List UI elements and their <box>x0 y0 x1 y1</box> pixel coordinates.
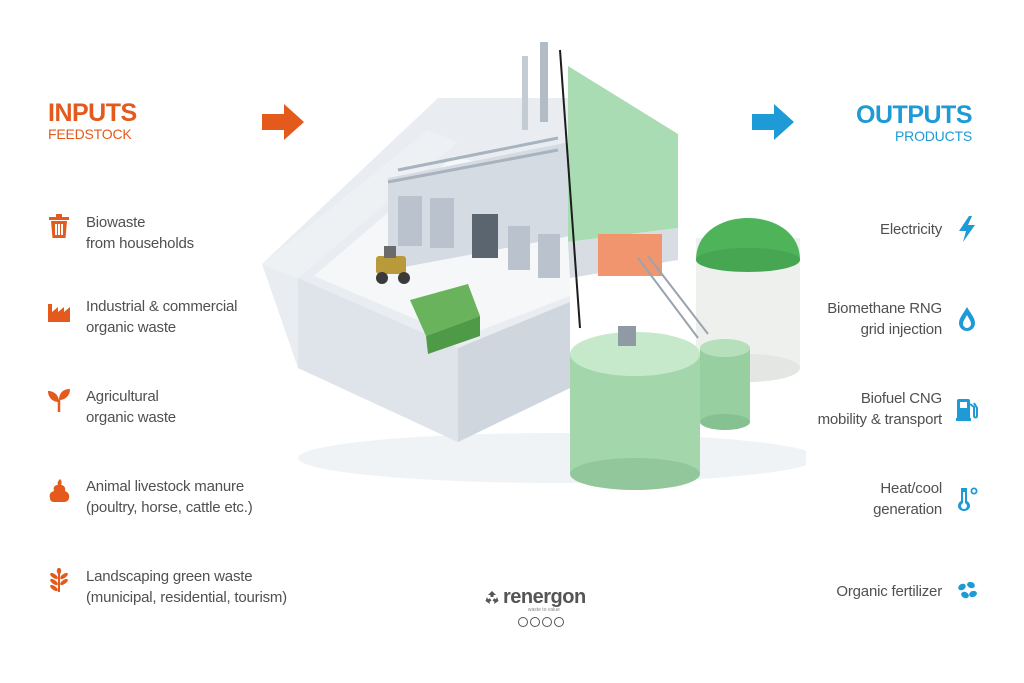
brand-tagline: waste to value <box>527 607 560 613</box>
input-item-line2: organic waste <box>86 409 176 426</box>
input-item-line2: from households <box>86 235 194 252</box>
cc-icon <box>517 617 528 627</box>
output-item-biomethane: Biomethane RNG grid injection <box>827 298 978 340</box>
thermometer-icon <box>958 487 978 511</box>
inputs-title: INPUTS <box>48 99 137 127</box>
outputs-subtitle: PRODUCTS <box>895 128 972 144</box>
output-item-heat: Heat/cool generation <box>873 478 978 520</box>
fuel-pump-icon <box>956 399 978 421</box>
fertilizer-pellets-icon <box>958 581 977 599</box>
output-item-line1: Electricity <box>880 220 942 238</box>
output-item-line2: mobility & transport <box>817 411 943 428</box>
output-item-line2: grid injection <box>860 321 943 338</box>
input-item-agricultural: Agricultural organic waste <box>48 386 176 428</box>
input-item-line1: Industrial & commercial <box>86 298 238 315</box>
input-item-industrial: Industrial & commercial organic waste <box>48 296 237 338</box>
cc-by-icon <box>529 617 540 627</box>
input-item-line1: Agricultural <box>86 388 159 405</box>
output-item-line1: Heat/cool <box>880 480 942 497</box>
outputs-heading: OUTPUTS PRODUCTS <box>856 102 972 144</box>
input-item-line1: Animal livestock manure <box>86 478 244 495</box>
factory-icon <box>48 304 70 322</box>
output-item-line1: Biofuel CNG <box>860 390 942 407</box>
manure-icon <box>49 479 70 502</box>
drop-icon <box>959 307 975 331</box>
input-item-manure: Animal livestock manure (poultry, horse,… <box>48 476 253 518</box>
cc-nc-icon <box>541 617 552 627</box>
output-item-electricity: Electricity <box>880 216 978 242</box>
input-arrow-icon <box>262 104 304 140</box>
creative-commons-badges <box>517 617 564 627</box>
brand-name: renergon <box>503 586 586 608</box>
output-item-line2: generation <box>873 501 942 518</box>
input-item-line2: organic waste <box>86 319 176 336</box>
outputs-title: OUTPUTS <box>856 101 972 129</box>
input-item-line2: (municipal, residential, tourism) <box>86 589 287 606</box>
input-item-line1: Landscaping green waste <box>86 568 253 585</box>
lightning-bolt-icon <box>959 216 975 242</box>
biogas-plant-illustration <box>262 42 806 490</box>
trash-bin-icon <box>49 214 69 238</box>
cc-sa-icon <box>553 617 564 627</box>
output-item-line1: Organic fertilizer <box>836 582 942 600</box>
recycle-icon <box>485 590 499 604</box>
input-item-biowaste: Biowaste from households <box>48 212 194 254</box>
renergon-logo: renergon waste to value <box>484 586 586 627</box>
leaf-branch-icon <box>50 568 68 592</box>
output-arrow-icon <box>752 104 794 140</box>
input-item-landscaping: Landscaping green waste (municipal, resi… <box>48 566 287 608</box>
plant-sprout-icon <box>48 389 70 412</box>
output-item-biofuel: Biofuel CNG mobility & transport <box>818 388 978 430</box>
inputs-subtitle: FEEDSTOCK <box>48 126 132 142</box>
input-item-line2: (poultry, horse, cattle etc.) <box>86 499 253 516</box>
inputs-heading: INPUTS FEEDSTOCK <box>48 100 137 142</box>
output-item-line1: Biomethane RNG <box>827 300 942 317</box>
input-item-line1: Biowaste <box>86 214 146 231</box>
output-item-fertilizer: Organic fertilizer <box>836 578 978 604</box>
